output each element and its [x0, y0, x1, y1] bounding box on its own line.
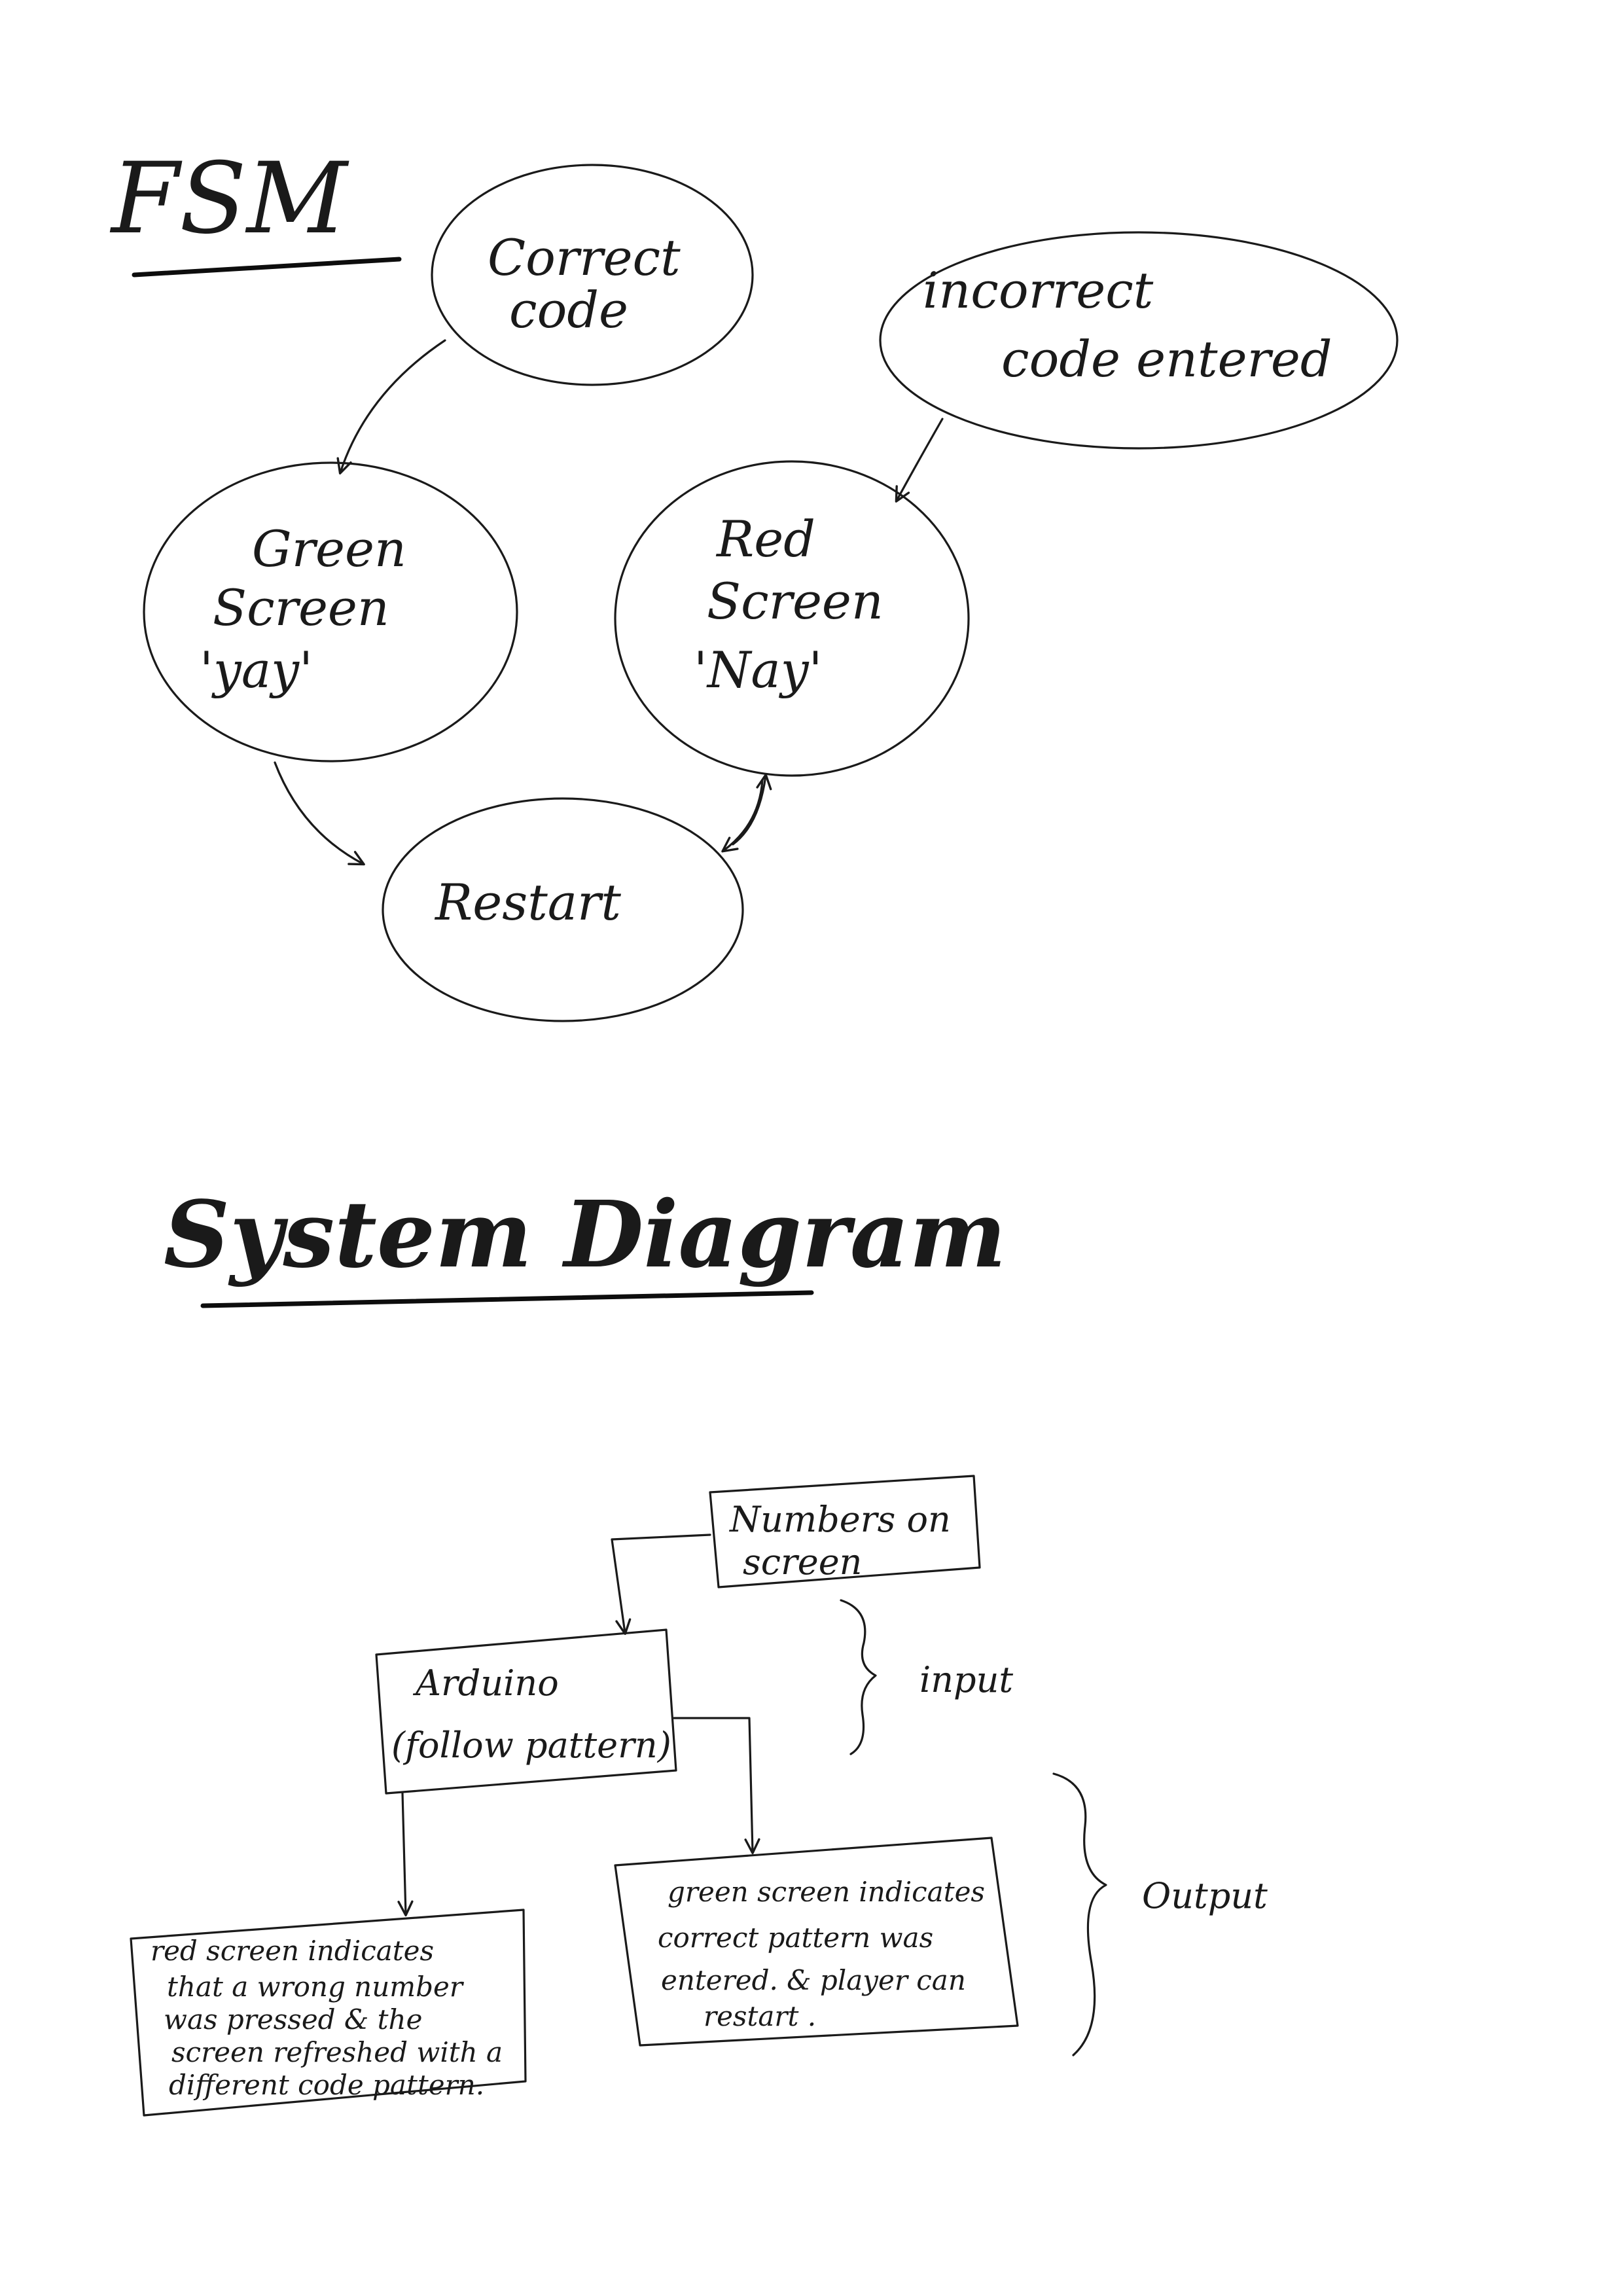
transition-arrow-restart-to-red [732, 774, 772, 846]
box-label-line: Arduino [412, 1662, 559, 1704]
state-incorrect-code-bubble [879, 231, 1399, 450]
state-red-screen-bubble [614, 460, 970, 777]
state-restart-bubble [382, 797, 744, 1022]
system-diagram-heading: System Diagram [164, 1181, 1007, 1289]
input-label: input [919, 1659, 1013, 1700]
note-line: red screen indicates [151, 1935, 434, 1967]
state-label-line: 'yay' [200, 641, 313, 699]
state-label-line: Green [252, 520, 406, 578]
box-red-screen-note: red screen indicates that a wrong number… [130, 1909, 527, 2117]
note-line: entered. & player can [661, 1964, 966, 1996]
note-line: was pressed & the [164, 2003, 422, 2036]
state-label-line: Correct [488, 228, 681, 287]
transition-arrow-incorrect-to-red [895, 418, 944, 503]
box-numbers-on-screen: Numbers on screen [709, 1475, 981, 1588]
state-label-line: Red [715, 510, 815, 568]
state-correct-code-bubble [431, 164, 754, 386]
fsm-section: FSM Correct code incorrect code entered … [109, 142, 1399, 1022]
connector-arrow-numbers-to-arduino [611, 1534, 711, 1635]
note-line: different code pattern. [169, 2069, 484, 2101]
state-restart: Restart [382, 797, 744, 1022]
fsm-heading-underline [132, 257, 402, 278]
box-label-line: screen [743, 1541, 862, 1583]
system-diagram-section: System Diagram Numbers on screen Arduino… [130, 1181, 1268, 2117]
connector-arrow-arduino-to-red-note [397, 1792, 414, 1916]
state-label-line: code entered [1001, 330, 1332, 388]
state-label-line: incorrect [923, 261, 1154, 319]
input-brace [840, 1599, 877, 1755]
state-label-line: code [509, 281, 628, 339]
state-incorrect-code: incorrect code entered [879, 231, 1399, 450]
connector-arrow-arduino-to-green-note [673, 1717, 760, 1854]
system-diagram-heading-underline [200, 1290, 814, 1308]
box-green-screen-note-frame [614, 1837, 1019, 2047]
note-line: restart . [704, 2000, 816, 2032]
transition-arrow-red-to-restart [721, 779, 764, 853]
box-numbers-on-screen-frame [709, 1475, 981, 1588]
state-label-line: Restart [434, 873, 621, 931]
note-line: green screen indicates [668, 1876, 985, 1908]
state-green-screen-bubble [143, 461, 518, 762]
note-line: that a wrong number [167, 1971, 465, 2003]
output-brace [1052, 1772, 1107, 2056]
box-arduino-frame [375, 1628, 677, 1795]
box-red-screen-note-frame [130, 1909, 527, 2117]
output-label: Output [1142, 1875, 1268, 1916]
note-line: screen refreshed with a [171, 2036, 503, 2068]
state-label-line: Screen [213, 579, 389, 637]
box-label-line: Numbers on [728, 1499, 951, 1540]
transition-arrow-correct-to-green [336, 339, 446, 475]
fsm-heading: FSM [109, 142, 349, 256]
state-green-screen: Green Screen 'yay' [143, 461, 518, 762]
box-arduino: Arduino (follow pattern) [375, 1628, 677, 1795]
state-correct-code: Correct code [431, 164, 754, 386]
state-label-line: 'Nay' [694, 641, 823, 699]
box-label-line: (follow pattern) [391, 1725, 671, 1766]
state-red-screen: Red Screen 'Nay' [614, 460, 970, 777]
transition-arrow-green-to-restart [274, 761, 365, 866]
note-line: correct pattern was [658, 1922, 933, 1954]
box-green-screen-note: green screen indicates correct pattern w… [614, 1837, 1019, 2047]
state-label-line: Screen [707, 572, 883, 630]
